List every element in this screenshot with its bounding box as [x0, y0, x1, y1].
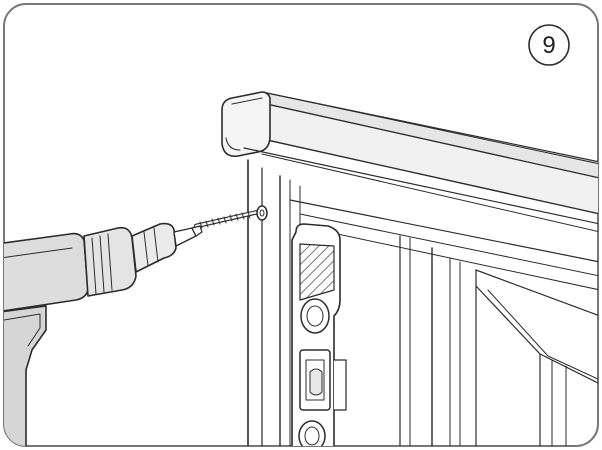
step-number-circle: [528, 24, 570, 66]
window-frame: [221, 91, 598, 446]
screw-icon: [193, 205, 268, 229]
step-number-badge: 9: [528, 24, 570, 66]
drill-icon: [4, 222, 203, 446]
step-number: 9: [542, 32, 555, 59]
hinge-bracket: [291, 223, 347, 446]
